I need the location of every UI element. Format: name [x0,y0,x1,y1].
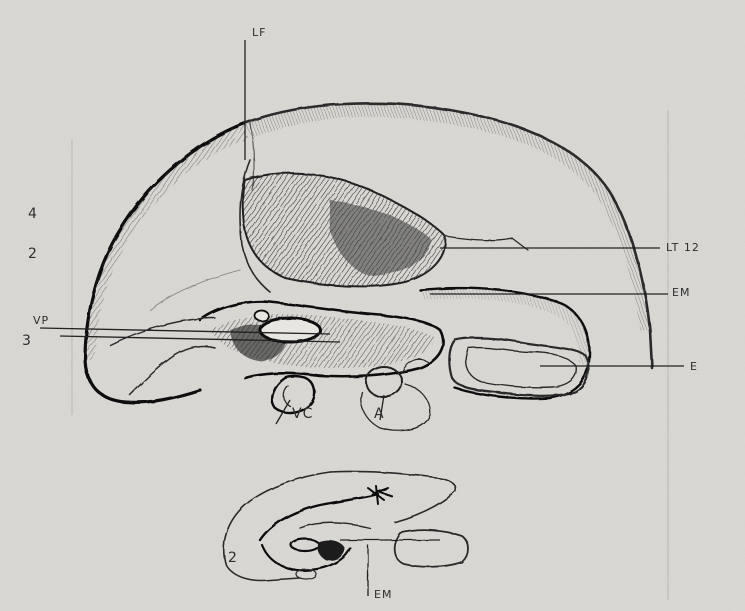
label-a: A [374,406,385,422]
label-vc: VC [292,406,313,422]
inset-label-2: 2 [228,550,238,566]
label-2: 2 [28,246,38,262]
label-lt12: LT 12 [666,241,700,254]
label-3: 3 [22,333,32,349]
label-4: 4 [28,206,38,222]
small-vessel [255,311,269,321]
label-e: E [690,360,698,373]
label-lf: LF [252,26,266,39]
label-vp: VP [33,314,49,327]
inset-label-em: EM [374,588,392,601]
portal-vein-oval [260,318,320,342]
label-em: EM [672,286,690,299]
